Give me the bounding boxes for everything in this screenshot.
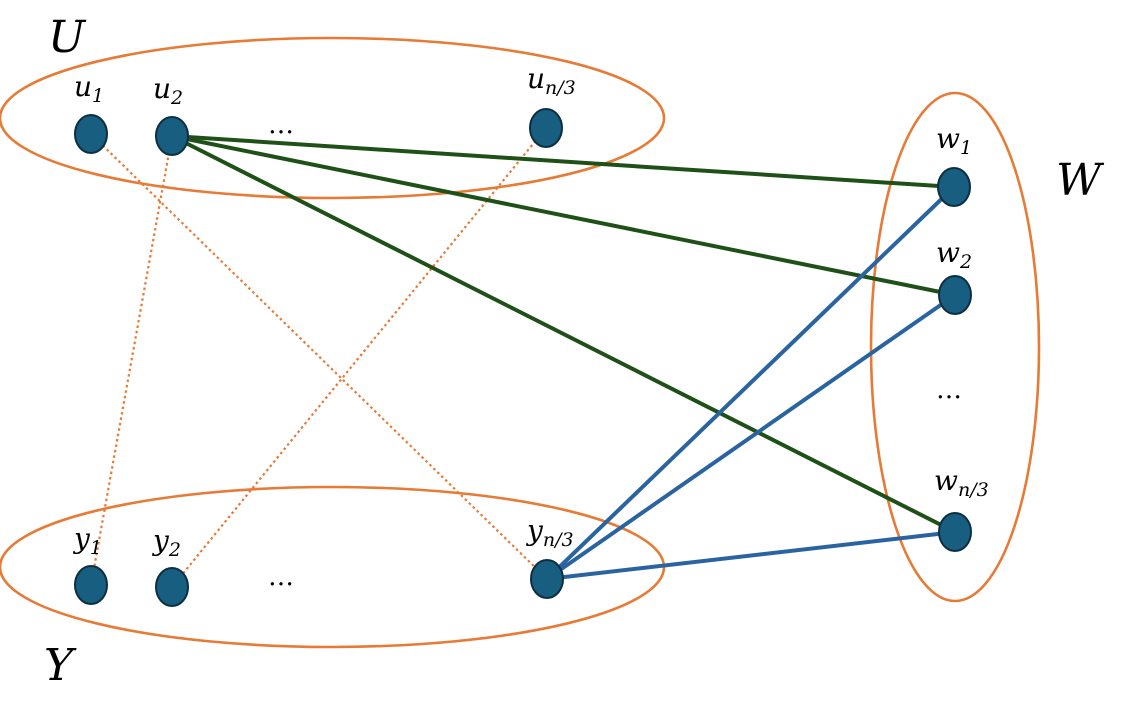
node-label-w1: w1 [936, 122, 972, 159]
node-wn3 [938, 512, 972, 552]
edge-yn3-wn3 [546, 530, 956, 581]
set-y-label: Y [44, 640, 77, 691]
edge-u2-wn3 [171, 134, 956, 534]
set-u-label: U [48, 12, 87, 63]
node-label-y1: y1 [72, 522, 102, 559]
node-u2 [155, 116, 189, 156]
node-label-w2: w2 [936, 236, 972, 273]
edge-u2-w1 [171, 134, 955, 189]
node-label-un3: un/3 [527, 62, 576, 99]
node-w2 [938, 275, 972, 315]
node-y2 [155, 567, 189, 607]
set-u-outline [0, 36, 666, 200]
edges [89, 127, 957, 588]
edge-yn3-w1 [545, 185, 956, 581]
set-w-label: W [1056, 155, 1105, 206]
edge-u1-yn3 [90, 133, 548, 580]
ellipses: … … … [268, 110, 962, 592]
set-w-ellipsis: … [936, 375, 962, 405]
node-w1 [937, 167, 971, 207]
node-yn3 [530, 559, 564, 599]
edge-yn3-w2 [545, 293, 957, 581]
nodes [74, 108, 972, 607]
edge-u2-w2 [171, 134, 956, 297]
node-y1 [74, 565, 108, 605]
set-u-ellipsis: … [268, 110, 294, 140]
node-un3 [529, 108, 563, 148]
node-label-yn3: yn/3 [525, 514, 574, 551]
node-label-u1: u1 [74, 70, 104, 107]
node-label-u2: u2 [153, 72, 183, 109]
edge-u2-y1 [89, 135, 174, 586]
node-labels: u1 u2 un/3 y1 y2 yn/3 w1 w2 wn/3 [72, 62, 989, 561]
set-y-ellipsis: … [268, 562, 294, 592]
node-label-y2: y2 [151, 524, 181, 561]
node-label-wn3: wn/3 [934, 464, 989, 501]
set-labels: U Y W [44, 12, 1105, 691]
node-u1 [74, 114, 108, 154]
set-w-outline [869, 91, 1041, 603]
